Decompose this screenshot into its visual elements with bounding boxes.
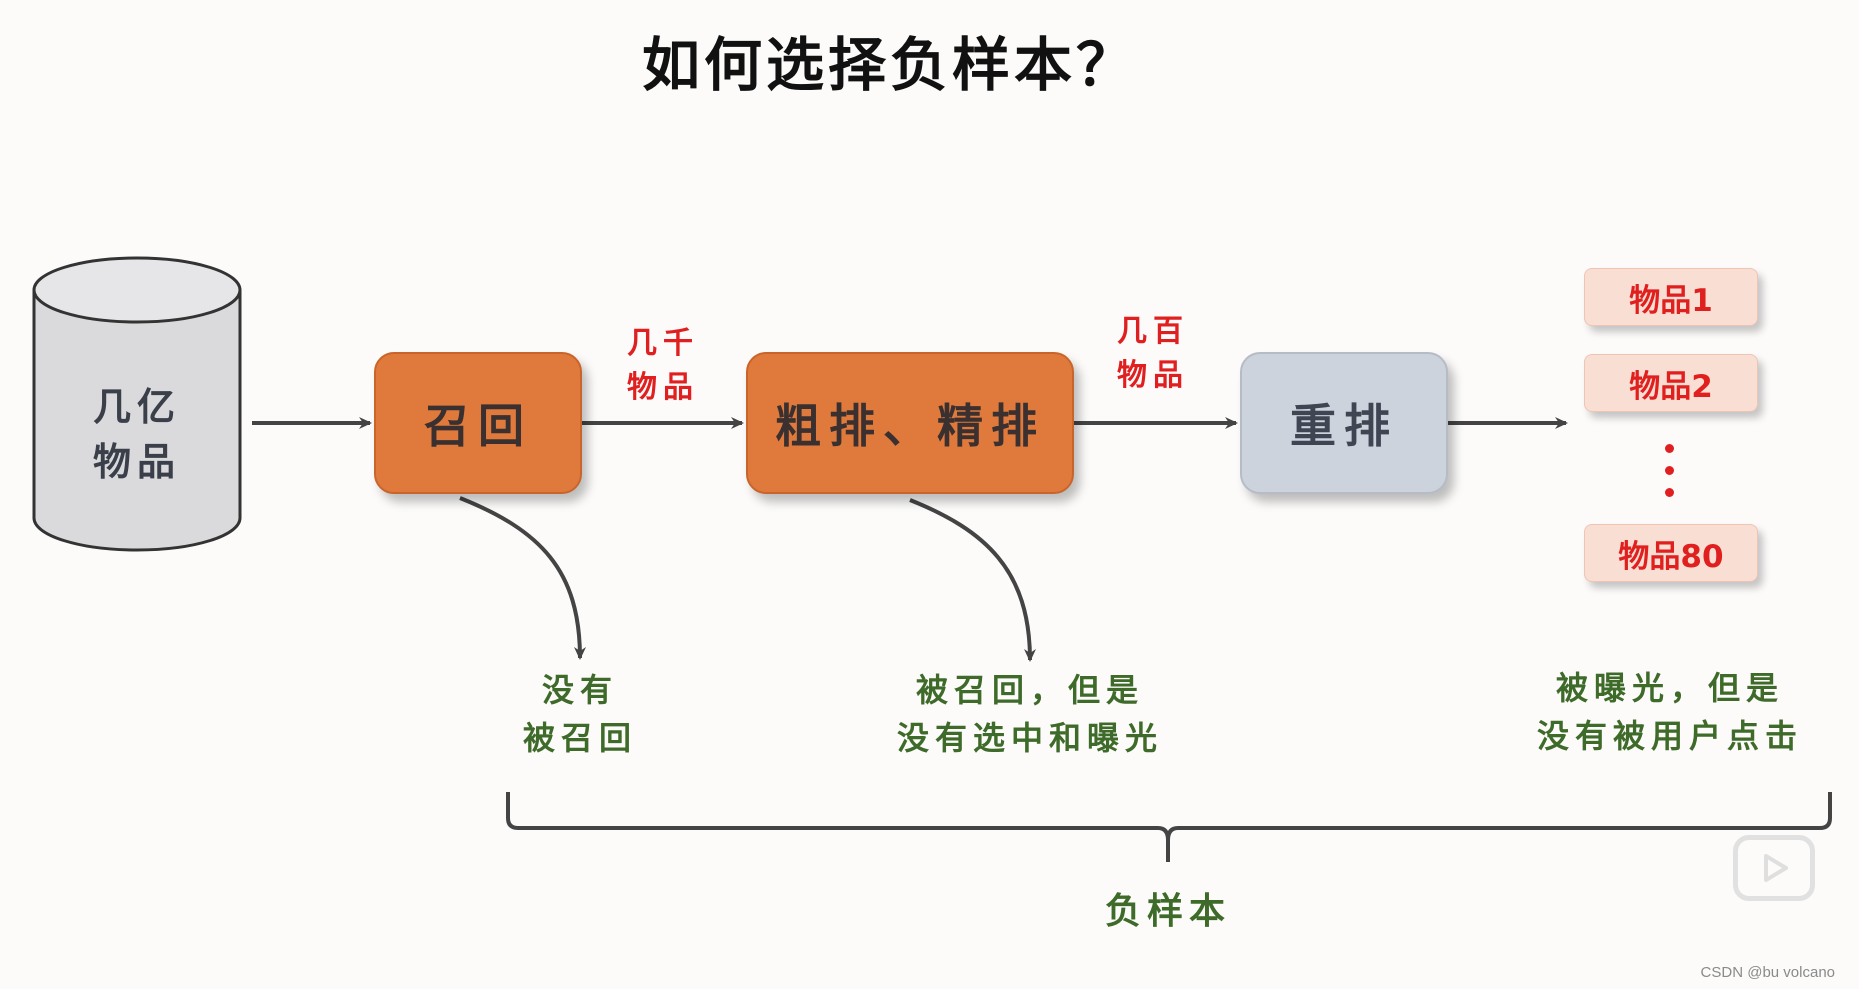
negative-not-selected-line2: 没有选中和曝光 [896,719,1163,757]
arrow-ranking-to-negative [909,498,1036,662]
database-label-line2: 物品 [92,440,181,484]
count-after-ranking: 几百 物品 [1088,310,1218,398]
count-after-recall-line1: 几千 [627,326,699,361]
count-after-ranking-line1: 几百 [1117,314,1189,349]
database-label-line1: 几亿 [92,385,181,429]
brace-label: 负样本 [1104,891,1231,932]
arrow-recall-to-negative [459,496,586,660]
negative-not-recalled-line1: 没有 [541,671,618,709]
negative-not-recalled-line2: 被召回 [522,719,637,757]
negative-not-recalled: 没有 被召回 [470,666,690,762]
item-box-2: 物品2 [1584,354,1758,412]
watermark: CSDN @bu volcano [1700,964,1835,981]
negative-not-clicked-line1: 被曝光，但是 [1555,669,1784,707]
ellipsis-dot [1665,488,1674,497]
item-box-1: 物品1 [1584,268,1758,326]
negative-not-selected: 被召回，但是 没有选中和曝光 [860,666,1200,762]
item-box-80: 物品80 [1584,524,1758,582]
ellipsis-dot [1665,444,1674,453]
page-title: 如何选择负样本？ [641,31,1138,99]
play-icon[interactable] [1733,835,1815,901]
negative-not-selected-line1: 被召回，但是 [915,671,1144,709]
database-cylinder [32,256,242,552]
stage-rerank: 重排 [1240,352,1448,494]
ellipsis-dot [1665,466,1674,475]
stage-recall: 召回 [374,352,582,494]
stage-ranking: 粗排、精排 [746,352,1074,494]
negative-not-clicked: 被曝光，但是 没有被用户点击 [1500,664,1840,760]
negative-samples-brace [506,792,1832,862]
negative-not-clicked-line2: 没有被用户点击 [1536,717,1803,755]
count-after-ranking-line2: 物品 [1117,358,1189,393]
database-label: 几亿 物品 [34,380,240,490]
count-after-recall-line2: 物品 [627,370,699,405]
count-after-recall: 几千 物品 [598,322,728,410]
